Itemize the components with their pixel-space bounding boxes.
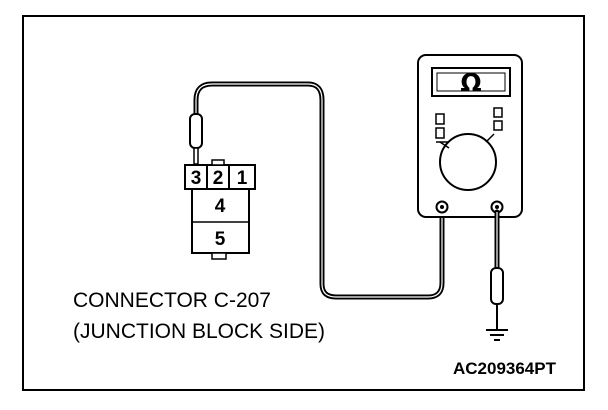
connector-caption-line2: (JUNCTION BLOCK SIDE) — [73, 320, 325, 343]
test-probe-icon — [189, 113, 203, 165]
connector-latch — [211, 159, 225, 166]
ground-symbol-icon — [486, 329, 508, 341]
terminal-label-2: 2 — [213, 168, 224, 189]
terminal-label-4: 4 — [215, 196, 226, 217]
test-lead-wire-left-core — [195, 83, 443, 298]
terminal-label-1: 1 — [237, 168, 248, 189]
connector-caption-line1: CONNECTOR C-207 — [73, 289, 271, 312]
meter-switch-right — [493, 107, 503, 118]
meter-switch-left — [435, 113, 445, 125]
meter-display-symbol: Ω — [460, 68, 481, 97]
diagram-frame — [22, 15, 585, 391]
connector-tab-bottom — [211, 252, 227, 260]
terminal-label-5: 5 — [215, 229, 226, 250]
multimeter-icon: Ω — [417, 54, 523, 218]
connector-c207: 3 2 1 4 5 — [184, 159, 256, 260]
figure-code: AC209364PT — [453, 359, 557, 378]
ground-probe-icon — [490, 267, 504, 330]
connector-housing — [191, 188, 250, 254]
meter-dial — [439, 133, 497, 191]
terminal-label-3: 3 — [191, 168, 202, 189]
